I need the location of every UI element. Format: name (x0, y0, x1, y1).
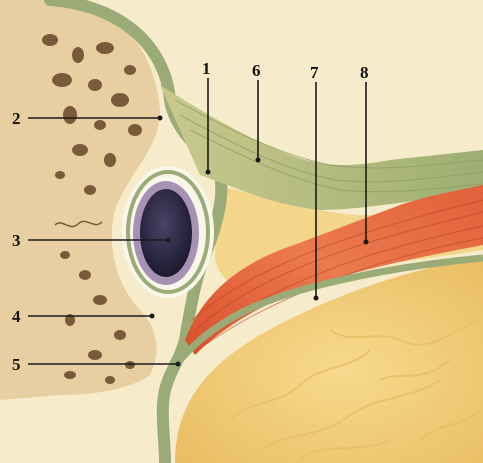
callout-1-label: 1 (202, 59, 211, 78)
callout-6-label: 6 (252, 61, 261, 80)
callout-2-label: 2 (12, 109, 21, 128)
callout-5-label: 5 (12, 355, 21, 374)
callout-4-label: 4 (12, 307, 21, 326)
vessel (122, 166, 214, 298)
callout-7-label: 7 (310, 63, 319, 82)
callout-3-label: 3 (12, 231, 21, 250)
callout-8-label: 8 (360, 63, 369, 82)
